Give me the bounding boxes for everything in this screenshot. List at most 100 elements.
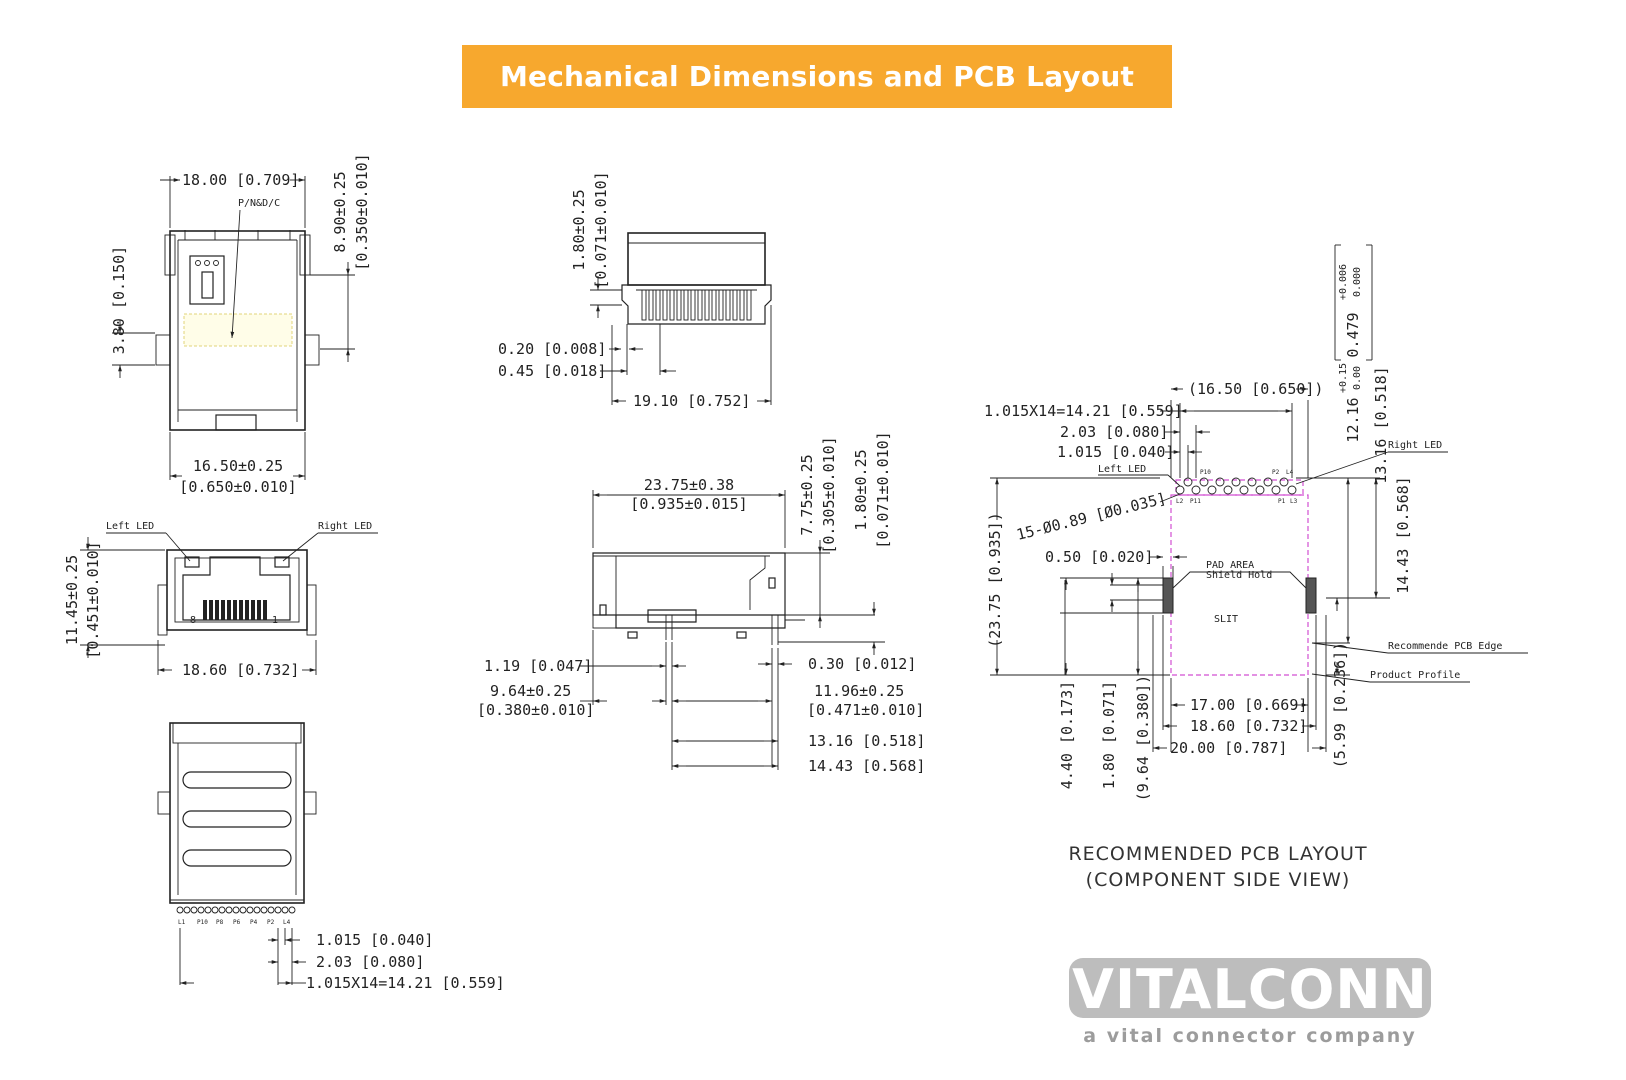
pcb-tol-inch-plus: +0.006 xyxy=(1338,264,1349,300)
bottom-pin-p10: P10 xyxy=(197,919,208,926)
top-bottom-dim-b: [0.650±0.010] xyxy=(179,478,296,496)
logo-badge xyxy=(1069,958,1431,1018)
bottom-pin-p4: P4 xyxy=(250,919,258,926)
pcb-r1-dim: 13.16 [0.518] xyxy=(1372,366,1390,483)
pcb-pin-p1: P1 xyxy=(1278,498,1286,505)
pcb-tol-inch-minus: 0.000 xyxy=(1352,267,1363,297)
side-height1-dim-b: [0.305±0.010] xyxy=(820,436,838,553)
pcb-slit-label: SLIT xyxy=(1214,614,1238,625)
pcb-v2-dim: 1.80 [0.071] xyxy=(1100,681,1118,789)
front-height-dim-a: 11.45±0.25 xyxy=(63,555,81,645)
pcb-product-profile-label: Product Profile xyxy=(1370,670,1460,681)
part-number-label: P/N&D/C xyxy=(238,198,280,209)
top-right-height-dim-b: [0.350±0.010] xyxy=(353,153,371,270)
side-d2-dim-a: 9.64±0.25 xyxy=(490,682,571,700)
pcb-pin-l2: L2 xyxy=(1176,498,1184,505)
top-view: P/N&D/C 18.00 [0.709] 3.80 [0.150] 8.90±… xyxy=(110,153,371,496)
pcb-tol-main: 12.16 xyxy=(1344,397,1362,442)
rear-height-dim-a: 1.80±0.25 xyxy=(570,189,588,270)
pcb-edge-label: Recommende PCB Edge xyxy=(1388,641,1502,652)
pcb-right-led-label: Right LED xyxy=(1388,440,1442,451)
top-width-dim: 18.00 [0.709] xyxy=(182,171,299,189)
bottom-double-pitch-dim: 2.03 [0.080] xyxy=(316,953,424,971)
bottom-view-body xyxy=(169,722,305,904)
pcb-width2-dim: 18.60 [0.732] xyxy=(1190,717,1307,735)
logo-wordmark: VITALCONN xyxy=(1072,958,1428,1021)
logo-tagline: a vital connector company xyxy=(1083,1025,1416,1047)
pcb-caption-line-1: RECOMMENDED PCB LAYOUT xyxy=(1068,843,1367,865)
bottom-pin-l4: L4 xyxy=(283,919,291,926)
side-d4-dim-a: 11.96±0.25 xyxy=(814,682,904,700)
side-d4-dim-b: [0.471±0.010] xyxy=(807,701,924,719)
pcb-pitch-dim: 1.015 [0.040] xyxy=(1057,443,1174,461)
side-height2-dim-b: [0.071±0.010] xyxy=(874,431,892,548)
brand-logo: VITALCONN a vital connector company xyxy=(1069,958,1431,1047)
bottom-pins xyxy=(176,906,296,914)
bottom-pitch-dim: 1.015 [0.040] xyxy=(316,931,433,949)
pcb-pin-l4: L4 xyxy=(1286,469,1294,476)
pcb-pin-p2: P2 xyxy=(1272,469,1280,476)
side-d2-dim-b: [0.380±0.010] xyxy=(477,701,594,719)
pcb-double-pitch-dim: 2.03 [0.080] xyxy=(1060,423,1168,441)
front-right-led-label: Right LED xyxy=(318,521,372,532)
front-pin-8: 8 xyxy=(190,615,196,626)
pcb-v3-dim: (9.64 [0.380]) xyxy=(1134,675,1152,801)
pcb-pad-area-label: PAD AREA xyxy=(1206,560,1254,571)
bottom-pin-l1: L1 xyxy=(178,919,186,926)
front-width-dim: 18.60 [0.732] xyxy=(182,661,299,679)
front-contacts xyxy=(203,600,267,620)
pcb-pitch-total-dim: 1.015X14=14.21 [0.559] xyxy=(984,402,1183,420)
title-banner: Mechanical Dimensions and PCB Layout xyxy=(462,45,1172,108)
side-d6-dim: 14.43 [0.568] xyxy=(808,757,925,775)
pcb-pad-width-dim: 0.50 [0.020] xyxy=(1045,548,1153,566)
side-d5-dim: 13.16 [0.518] xyxy=(808,732,925,750)
rear-width-dim: 19.10 [0.752] xyxy=(633,392,750,410)
pcb-tol-minus: 0.00 xyxy=(1352,366,1363,390)
side-view-body xyxy=(592,552,786,616)
pcb-shield-hold-label: Shield Hold xyxy=(1206,570,1272,581)
pcb-pin-p10: P10 xyxy=(1200,469,1211,476)
pcb-v1-dim: 4.40 [0.173] xyxy=(1058,681,1076,789)
pcb-top-width-dim: (16.50 [0.650]) xyxy=(1188,380,1323,398)
front-left-led-label: Left LED xyxy=(106,521,154,532)
top-bottom-dim-a: 16.50±0.25 xyxy=(193,457,283,475)
pcb-hole-spec: 15-Ø0.89 [Ø0.035] xyxy=(1015,489,1168,544)
bottom-pin-p6: P6 xyxy=(233,919,241,926)
front-pin-1: 1 xyxy=(272,615,278,626)
pcb-tol-inch-main: 0.479 xyxy=(1344,312,1362,357)
pcb-width1-dim: 17.00 [0.669] xyxy=(1190,696,1307,714)
pcb-left-led-label: Left LED xyxy=(1098,464,1146,475)
side-height2-dim-a: 1.80±0.25 xyxy=(852,449,870,530)
side-d3-dim: 0.30 [0.012] xyxy=(808,655,916,673)
pcb-tol-plus: +0.15 xyxy=(1338,363,1349,393)
top-left-height-dim: 3.80 [0.150] xyxy=(110,246,128,354)
pcb-pin-p11: P11 xyxy=(1190,498,1201,505)
shield-hold-left xyxy=(1162,577,1174,614)
pcb-layout: L2 P11 P10 P2 L4 P1 L3 PAD AREA Shield H… xyxy=(984,244,1528,891)
pcb-caption-line-2: (COMPONENT SIDE VIEW) xyxy=(1086,869,1351,891)
bottom-view: L1 P10 P8 P6 P4 P2 L4 1.015 [0.040] 2.03… xyxy=(157,722,505,992)
rear-pins xyxy=(641,289,752,321)
top-right-height-dim-a: 8.90±0.25 xyxy=(331,171,349,252)
pcb-width3-dim: 20.00 [0.787] xyxy=(1170,739,1287,757)
rear-height-dim-b: [0.071±0.010] xyxy=(592,171,610,288)
side-length-dim-b: [0.935±0.015] xyxy=(630,495,747,513)
shield-hold-right xyxy=(1305,577,1317,614)
side-height1-dim-a: 7.75±0.25 xyxy=(798,454,816,535)
rear-pin-width-dim: 0.20 [0.008] xyxy=(498,340,606,358)
pcb-pad-area-outline xyxy=(1170,494,1309,676)
rear-view: 1.80±0.25 [0.071±0.010] 0.20 [0.008] 0.4… xyxy=(498,171,772,410)
side-d1-dim: 1.19 [0.047] xyxy=(484,657,592,675)
rear-pin-depth-dim: 0.45 [0.018] xyxy=(498,362,606,380)
pcb-r3-dim: (5.99 [0.236]) xyxy=(1331,642,1349,768)
bottom-pin-p2: P2 xyxy=(267,919,275,926)
pcb-pin-l3: L3 xyxy=(1290,498,1298,505)
bottom-total-dim: 1.015X14=14.21 [0.559] xyxy=(306,974,505,992)
front-view: 8 1 Left LED Right LED 11.45±0.25 [0.451… xyxy=(63,521,378,679)
side-view: 23.75±0.38 [0.935±0.015] 7.75±0.25 [0.30… xyxy=(477,431,925,775)
page-title: Mechanical Dimensions and PCB Layout xyxy=(499,60,1135,93)
pcb-r2-dim: 14.43 [0.568] xyxy=(1394,476,1412,593)
rear-view-body xyxy=(627,232,766,286)
bottom-pin-p8: P8 xyxy=(216,919,224,926)
